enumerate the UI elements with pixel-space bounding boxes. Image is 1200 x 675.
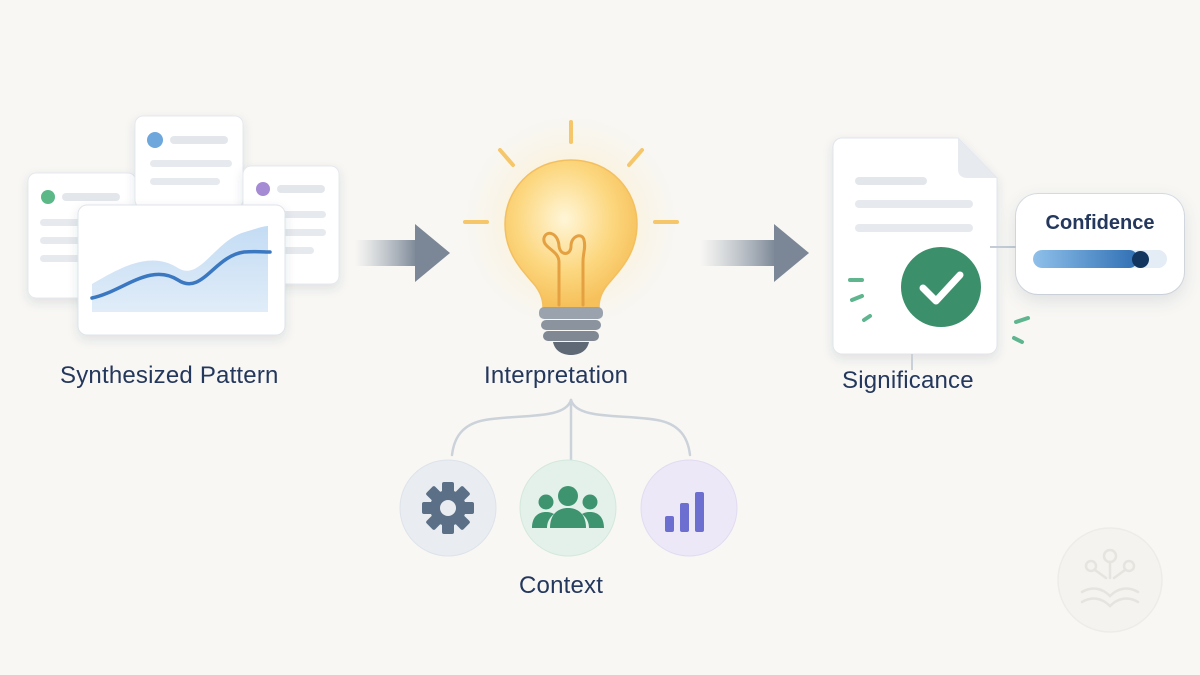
watermark-logo-icon [1057,527,1163,633]
confidence-title: Confidence [1045,212,1155,234]
chart-area [92,226,268,312]
chart-card [77,204,286,336]
context-gear [399,459,497,557]
confidence-fill [1033,250,1138,268]
gear-icon [422,482,474,534]
context-chart [640,459,738,557]
context-label: Context [519,572,604,599]
arrow-1 [355,224,450,282]
bar-chart-icon [665,492,704,532]
confidence-card: Confidence [1016,194,1184,294]
lightbulb-icon [461,112,681,355]
check-icon [901,247,981,327]
synthesized-pattern-cards [27,115,340,336]
arrow-2 [700,224,809,282]
chart-line [90,249,272,300]
synthesized-pattern-label: Synthesized Pattern [60,362,279,389]
context-people [519,459,617,557]
significance-label: Significance [842,367,974,394]
context-connectors [450,398,692,467]
confidence-knob [1131,251,1149,268]
data-card-top [134,115,244,209]
people-icon [532,486,604,528]
interpretation-label: Interpretation [484,362,629,389]
